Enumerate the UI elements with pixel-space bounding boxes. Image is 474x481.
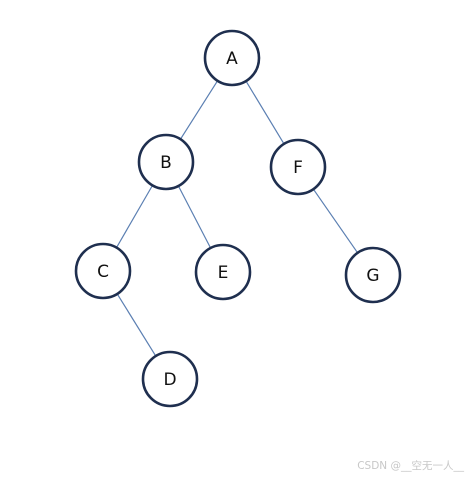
node-label: B	[160, 153, 172, 173]
node-circle	[74, 242, 132, 300]
edge-f-g	[312, 188, 359, 254]
node-label: C	[97, 262, 109, 282]
edge-a-b	[179, 80, 219, 140]
node-circle	[194, 243, 252, 301]
node-c: C	[74, 242, 132, 300]
edge-c-d	[116, 293, 157, 357]
node-g: G	[344, 246, 402, 304]
node-circle	[203, 29, 261, 87]
edge-b-e	[177, 185, 212, 249]
edge-b-c	[115, 185, 154, 248]
node-f: F	[269, 138, 327, 196]
node-circle	[269, 138, 327, 196]
node-a: A	[203, 29, 261, 87]
node-circle	[141, 350, 199, 408]
node-label: E	[218, 263, 229, 283]
node-label: F	[293, 158, 303, 178]
watermark: CSDN @__空无一人__	[357, 460, 464, 472]
node-label: A	[226, 49, 238, 69]
node-b: B	[137, 133, 195, 191]
node-label: G	[366, 266, 379, 286]
edges-layer	[115, 80, 359, 357]
node-circle	[137, 133, 195, 191]
node-label: D	[163, 370, 176, 390]
edge-a-f	[245, 80, 285, 145]
node-e: E	[194, 243, 252, 301]
node-circle	[344, 246, 402, 304]
nodes-layer: A B F C E G D	[74, 29, 402, 408]
node-d: D	[141, 350, 199, 408]
